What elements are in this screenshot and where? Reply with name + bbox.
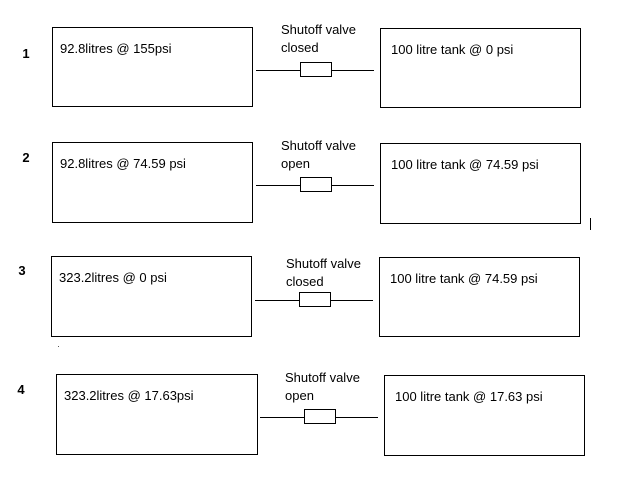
pipe-left xyxy=(256,70,301,71)
right-tank: 100 litre tank @ 74.59 psi xyxy=(379,257,580,337)
pipe-left xyxy=(255,300,300,301)
stage-number: 1 xyxy=(22,46,30,61)
valve-state: closed xyxy=(286,274,324,289)
pipe-left xyxy=(256,185,301,186)
shutoff-valve xyxy=(299,292,331,307)
valve-name: Shutoff valve xyxy=(281,22,356,37)
text-cursor xyxy=(590,218,591,230)
valve-name: Shutoff valve xyxy=(285,370,360,385)
right-tank-label: 100 litre tank @ 17.63 psi xyxy=(395,389,543,404)
left-tank: 323.2litres @ 0 psi xyxy=(51,256,252,337)
stage-number: 4 xyxy=(17,382,25,397)
pipe-left xyxy=(260,417,305,418)
valve-name: Shutoff valve xyxy=(281,138,356,153)
shutoff-valve xyxy=(300,177,332,192)
pipe-right xyxy=(331,300,373,301)
stray-dot xyxy=(58,346,59,347)
stage-number: 3 xyxy=(18,263,26,278)
left-tank: 323.2litres @ 17.63psi xyxy=(56,374,258,455)
right-tank: 100 litre tank @ 17.63 psi xyxy=(384,375,585,456)
shutoff-valve xyxy=(300,62,332,77)
left-tank-label: 323.2litres @ 0 psi xyxy=(59,270,167,285)
left-tank-label: 92.8litres @ 74.59 psi xyxy=(60,156,186,171)
pipe-right xyxy=(332,185,374,186)
right-tank: 100 litre tank @ 74.59 psi xyxy=(380,143,581,224)
shutoff-valve xyxy=(304,409,336,424)
pipe-right xyxy=(332,70,374,71)
right-tank-label: 100 litre tank @ 0 psi xyxy=(391,42,514,57)
valve-label: Shutoff valve closed xyxy=(281,21,356,57)
valve-label: Shutoff valve open xyxy=(285,369,360,405)
left-tank-label: 92.8litres @ 155psi xyxy=(60,41,172,56)
left-tank: 92.8litres @ 74.59 psi xyxy=(52,142,253,223)
left-tank: 92.8litres @ 155psi xyxy=(52,27,253,107)
pipe-right xyxy=(336,417,378,418)
valve-state: closed xyxy=(281,40,319,55)
valve-label: Shutoff valve open xyxy=(281,137,356,173)
right-tank: 100 litre tank @ 0 psi xyxy=(380,28,581,108)
stage-number: 2 xyxy=(22,150,30,165)
valve-state: open xyxy=(281,156,310,171)
right-tank-label: 100 litre tank @ 74.59 psi xyxy=(391,157,539,172)
right-tank-label: 100 litre tank @ 74.59 psi xyxy=(390,271,538,286)
valve-state: open xyxy=(285,388,314,403)
valve-label: Shutoff valve closed xyxy=(286,255,361,291)
valve-name: Shutoff valve xyxy=(286,256,361,271)
left-tank-label: 323.2litres @ 17.63psi xyxy=(64,388,194,403)
